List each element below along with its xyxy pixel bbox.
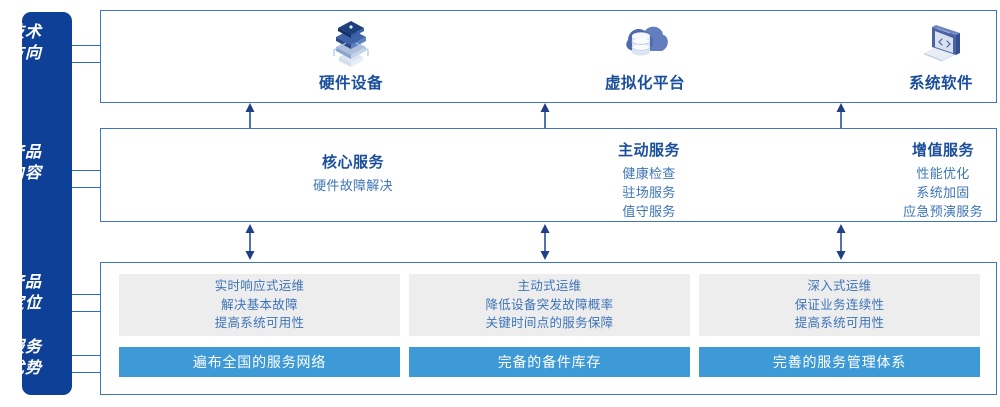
tech-label-system-software: 系统软件: [908, 75, 973, 92]
sidebar-item-label-line1: 产品: [7, 144, 42, 161]
advantage-bar-label: 完善的服务管理体系: [772, 354, 907, 370]
connector-advantage-lower: [72, 372, 100, 373]
connector-advantage-upper: [72, 355, 100, 356]
content-column-proactive-service[interactable]: 主动服务 健康检查 驻场服务 值守服务: [519, 129, 779, 223]
content-line: 健康检查: [622, 166, 676, 181]
advantage-bar-spare-parts[interactable]: 完备的备件库存: [409, 347, 690, 377]
advantage-bar-label: 完备的备件库存: [497, 354, 602, 370]
content-title-core-service: 核心服务: [321, 154, 384, 171]
sidebar-item-label-line2: 内容: [7, 165, 42, 182]
advantage-bar-label: 遍布全国的服务网络: [192, 354, 327, 370]
sidebar-item-label-line1: 技术: [7, 24, 42, 41]
sidebar-item-product-content[interactable]: 产品 内容: [0, 142, 50, 184]
tech-label-hardware: 硬件设备: [318, 75, 383, 92]
content-line: 系统加固: [916, 185, 970, 200]
content-line: 硬件故障解决: [313, 178, 393, 193]
positioning-line: 解决基本故障: [221, 297, 298, 312]
positioning-line: 降低设备突发故障概率: [485, 297, 614, 312]
advantage-bar-management-system[interactable]: 完善的服务管理体系: [699, 347, 980, 377]
positioning-card-proactive[interactable]: 主动式运维 降低设备突发故障概率 关键时间点的服务保障: [409, 274, 690, 336]
tech-direction-panel: 硬件设备 虚拟化平台: [100, 10, 997, 103]
connector-tech-upper: [72, 45, 100, 46]
sidebar-item-label-line2: 优势: [7, 360, 42, 377]
sidebar-item-label-line2: 定位: [7, 295, 42, 312]
positioning-line: 主动式运维: [517, 279, 582, 294]
arrow-up-virtualization: [538, 103, 552, 133]
sidebar-item-tech-direction[interactable]: 技术 方向: [0, 22, 50, 64]
arrow-double-core-service: [243, 224, 257, 265]
content-line: 应急预演服务: [903, 204, 983, 219]
content-column-value-added-service[interactable]: 增值服务 性能优化 系统加固 应急预演服务: [813, 129, 1000, 223]
tech-label-virtualization: 虚拟化平台: [604, 75, 685, 92]
positioning-line: 提高系统可用性: [214, 316, 305, 331]
sidebar-item-product-positioning[interactable]: 产品 定位: [0, 272, 50, 314]
positioning-card-realtime[interactable]: 实时响应式运维 解决基本故障 提高系统可用性: [119, 274, 400, 336]
advantage-bar-service-network[interactable]: 遍布全国的服务网络: [119, 347, 400, 377]
connector-content-lower: [72, 187, 100, 188]
tech-column-virtualization[interactable]: 虚拟化平台: [545, 11, 745, 104]
sidebar-item-service-advantage[interactable]: 服务 优势: [0, 337, 50, 379]
arrow-double-value-added-service: [834, 224, 848, 265]
positioning-line: 保证业务连续性: [794, 297, 885, 312]
sidebar-item-label-line1: 产品: [7, 274, 42, 291]
content-column-core-service[interactable]: 核心服务 硬件故障解决: [223, 129, 483, 223]
product-content-panel: 核心服务 硬件故障解决 主动服务 健康检查 驻场服务 值守服务 增值服务 性能优…: [100, 128, 997, 222]
cloud-database-icon: [613, 17, 677, 69]
tech-column-system-software[interactable]: 系统软件: [841, 11, 1000, 104]
category-sidebar: [22, 12, 72, 395]
connector-tech-lower: [72, 62, 100, 63]
connector-positioning-upper: [72, 294, 100, 295]
content-title-value-added-service: 增值服务: [911, 142, 974, 159]
sidebar-item-label-line2: 方向: [7, 45, 42, 62]
connector-content-upper: [72, 170, 100, 171]
positioning-card-indepth[interactable]: 深入式运维 保证业务连续性 提高系统可用性: [699, 274, 980, 336]
server-stack-icon: [319, 17, 383, 69]
sidebar-item-label-line1: 服务: [7, 339, 42, 356]
positioning-line: 关键时间点的服务保障: [485, 316, 614, 331]
connector-positioning-lower: [72, 311, 100, 312]
positioning-line: 实时响应式运维: [214, 279, 305, 294]
positioning-line: 深入式运维: [807, 279, 872, 294]
laptop-code-icon: [909, 17, 973, 69]
content-line: 值守服务: [622, 204, 676, 219]
arrow-up-system-software: [834, 103, 848, 133]
positioning-line: 提高系统可用性: [794, 316, 885, 331]
content-title-proactive-service: 主动服务: [617, 142, 680, 159]
tech-column-hardware[interactable]: 硬件设备: [251, 11, 451, 104]
content-line: 驻场服务: [622, 185, 676, 200]
content-line: 性能优化: [916, 166, 970, 181]
positioning-advantage-panel: 实时响应式运维 解决基本故障 提高系统可用性 主动式运维 降低设备突发故障概率 …: [100, 262, 997, 395]
arrow-up-hardware: [243, 103, 257, 133]
arrow-double-proactive-service: [538, 224, 552, 265]
